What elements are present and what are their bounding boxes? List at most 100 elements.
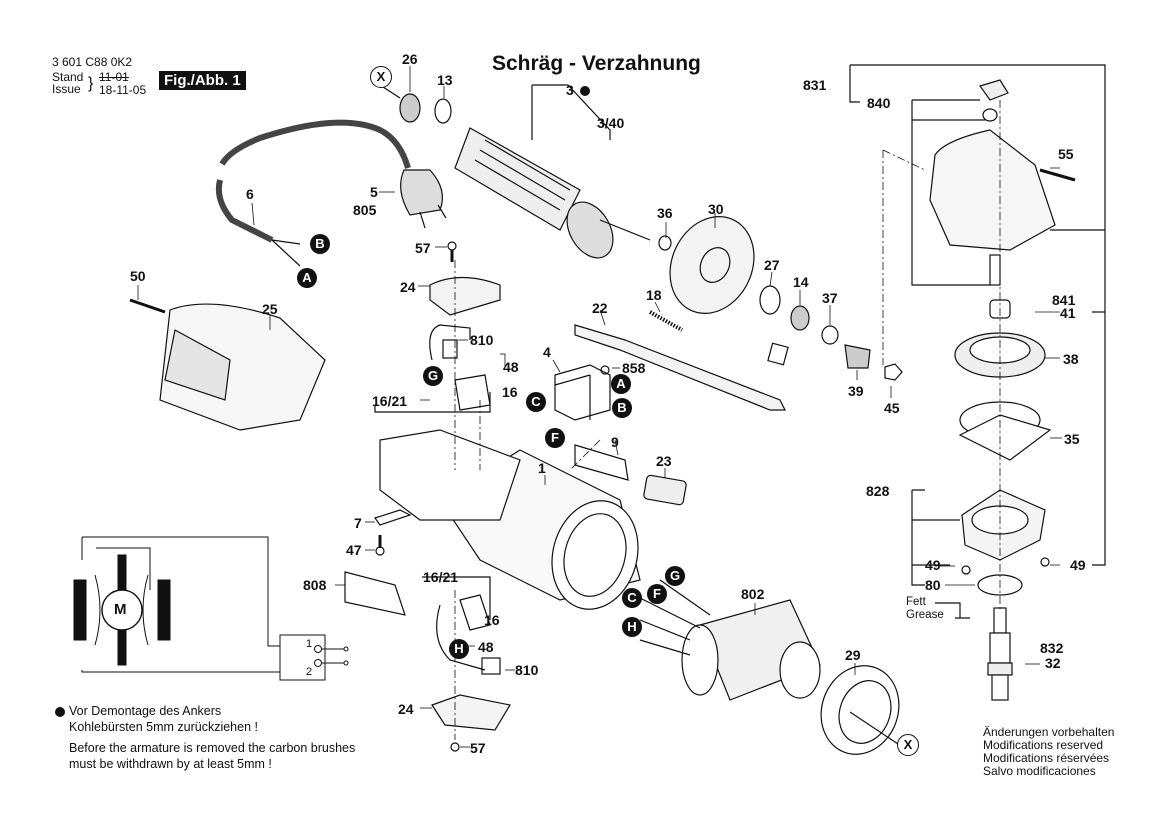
modifications-en: Modifications reserved bbox=[983, 738, 1104, 752]
part-label-14[interactable]: 14 bbox=[793, 274, 809, 290]
connector-h-bottom: H bbox=[449, 639, 469, 659]
part-label-41[interactable]: 41 bbox=[1060, 305, 1076, 321]
part-label-831[interactable]: 831 bbox=[803, 77, 827, 93]
part-label-48-bottom[interactable]: 48 bbox=[478, 639, 494, 655]
connector-x-bottom: X bbox=[897, 734, 919, 756]
wiring-diagram bbox=[73, 536, 349, 681]
part-label-24-top[interactable]: 24 bbox=[400, 279, 416, 295]
nut-45 bbox=[884, 363, 903, 381]
part-label-49-right[interactable]: 49 bbox=[1070, 557, 1086, 573]
part-label-27[interactable]: 27 bbox=[764, 257, 780, 273]
part-label-36[interactable]: 36 bbox=[657, 205, 673, 221]
issue-label: Issue bbox=[52, 82, 81, 96]
part-label-832[interactable]: 832 bbox=[1040, 640, 1064, 656]
part-label-4[interactable]: 4 bbox=[543, 344, 551, 360]
connector-f-switch: F bbox=[545, 428, 565, 448]
part-label-24-bottom[interactable]: 24 bbox=[398, 701, 414, 717]
part-label-808[interactable]: 808 bbox=[303, 577, 327, 593]
stand-label: Stand bbox=[52, 70, 84, 84]
note-en-line2: must be withdrawn by at least 5mm ! bbox=[69, 757, 272, 771]
connector-b-switch: B bbox=[612, 398, 632, 418]
connector-c-switch: C bbox=[526, 392, 546, 412]
switch-4 bbox=[554, 364, 611, 421]
part-label-5[interactable]: 5 bbox=[370, 184, 378, 200]
label-808 bbox=[344, 571, 406, 616]
part-label-13[interactable]: 13 bbox=[437, 72, 453, 88]
part-label-57-top[interactable]: 57 bbox=[415, 240, 431, 256]
part-label-50[interactable]: 50 bbox=[130, 268, 146, 284]
part-label-16-21-top[interactable]: 16/21 bbox=[372, 393, 408, 409]
part-label-9[interactable]: 9 bbox=[611, 434, 619, 450]
part-label-25[interactable]: 25 bbox=[262, 301, 278, 317]
part-label-6[interactable]: 6 bbox=[246, 186, 254, 202]
part-box bbox=[767, 342, 789, 366]
note-en-line1: Before the armature is removed the carbo… bbox=[69, 741, 356, 755]
part-label-18[interactable]: 18 bbox=[646, 287, 662, 303]
switch-position-1: 1 bbox=[306, 638, 313, 650]
diagram-title: Schräg - Verzahnung bbox=[492, 52, 701, 75]
grease-label-en: Grease bbox=[906, 609, 944, 621]
connector-a-cord: A bbox=[297, 268, 317, 288]
part-label-35[interactable]: 35 bbox=[1064, 431, 1080, 447]
part-label-16-top[interactable]: 16 bbox=[502, 384, 518, 400]
part-label-80[interactable]: 80 bbox=[925, 577, 941, 593]
part-label-32[interactable]: 32 bbox=[1045, 655, 1061, 671]
motor-housing-1 bbox=[379, 429, 641, 610]
modifications-fr: Modifications réservées bbox=[983, 751, 1110, 765]
part-label-38[interactable]: 38 bbox=[1063, 351, 1079, 367]
switch-position-2: 2 bbox=[306, 666, 313, 678]
part-label-29[interactable]: 29 bbox=[845, 647, 861, 663]
part-label-858[interactable]: 858 bbox=[622, 360, 646, 376]
note-bullet-icon bbox=[580, 86, 590, 96]
part-label-828[interactable]: 828 bbox=[866, 483, 890, 499]
modifications-de: Änderungen vorbehalten bbox=[983, 725, 1115, 739]
part-label-802[interactable]: 802 bbox=[741, 586, 765, 602]
part-label-810-top[interactable]: 810 bbox=[470, 332, 494, 348]
plate-23 bbox=[643, 474, 687, 506]
part-label-48-top[interactable]: 48 bbox=[503, 359, 519, 375]
part-label-841[interactable]: 841 bbox=[1052, 292, 1076, 308]
gear-head-840 bbox=[929, 79, 1076, 286]
connector-x-top: X bbox=[370, 66, 392, 88]
part-label-805[interactable]: 805 bbox=[353, 202, 377, 218]
plug bbox=[400, 169, 443, 216]
connector-g-field: G bbox=[665, 566, 685, 586]
field-coil-802 bbox=[639, 579, 821, 701]
part-label-39[interactable]: 39 bbox=[848, 383, 864, 399]
part-label-22[interactable]: 22 bbox=[592, 300, 608, 316]
fan-30 bbox=[669, 216, 755, 314]
part-label-26[interactable]: 26 bbox=[402, 51, 418, 67]
note-de-line2: Kohlebürsten 5mm zurückziehen ! bbox=[69, 720, 258, 734]
part-label-7[interactable]: 7 bbox=[354, 515, 362, 531]
part-label-49-left[interactable]: 49 bbox=[925, 557, 941, 573]
part-label-30[interactable]: 30 bbox=[708, 201, 724, 217]
part-label-1[interactable]: 1 bbox=[538, 460, 546, 476]
brush-cover-top bbox=[429, 276, 501, 316]
bearing-14 bbox=[790, 305, 810, 331]
part-label-3[interactable]: 3 bbox=[566, 82, 574, 98]
pinion-39 bbox=[844, 344, 871, 369]
spring-18 bbox=[649, 310, 683, 332]
part-label-16-bottom[interactable]: 16 bbox=[484, 612, 500, 628]
grease-label-de: Fett bbox=[906, 596, 926, 608]
motor-symbol-label: M bbox=[114, 601, 127, 618]
part-label-45[interactable]: 45 bbox=[884, 400, 900, 416]
connector-b-cord: B bbox=[310, 234, 330, 254]
part-label-3-40[interactable]: 3/40 bbox=[597, 115, 625, 131]
old-date: 11-01 bbox=[99, 70, 129, 84]
armature bbox=[454, 127, 651, 259]
part-label-810-bottom[interactable]: 810 bbox=[515, 662, 539, 678]
part-label-37[interactable]: 37 bbox=[822, 290, 838, 306]
part-label-23[interactable]: 23 bbox=[656, 453, 672, 469]
part-label-16-21-bottom[interactable]: 16/21 bbox=[423, 569, 459, 585]
connector-h-field: H bbox=[622, 617, 642, 637]
part-label-57-bottom[interactable]: 57 bbox=[470, 740, 486, 756]
part-label-55[interactable]: 55 bbox=[1058, 146, 1074, 162]
connector-f-field: F bbox=[647, 584, 667, 604]
connector-g-top: G bbox=[423, 366, 443, 386]
part-label-47[interactable]: 47 bbox=[346, 542, 362, 558]
rear-housing-25 bbox=[159, 303, 326, 431]
part-number: 3 601 C88 0K2 bbox=[52, 55, 133, 69]
part-label-840[interactable]: 840 bbox=[867, 95, 891, 111]
